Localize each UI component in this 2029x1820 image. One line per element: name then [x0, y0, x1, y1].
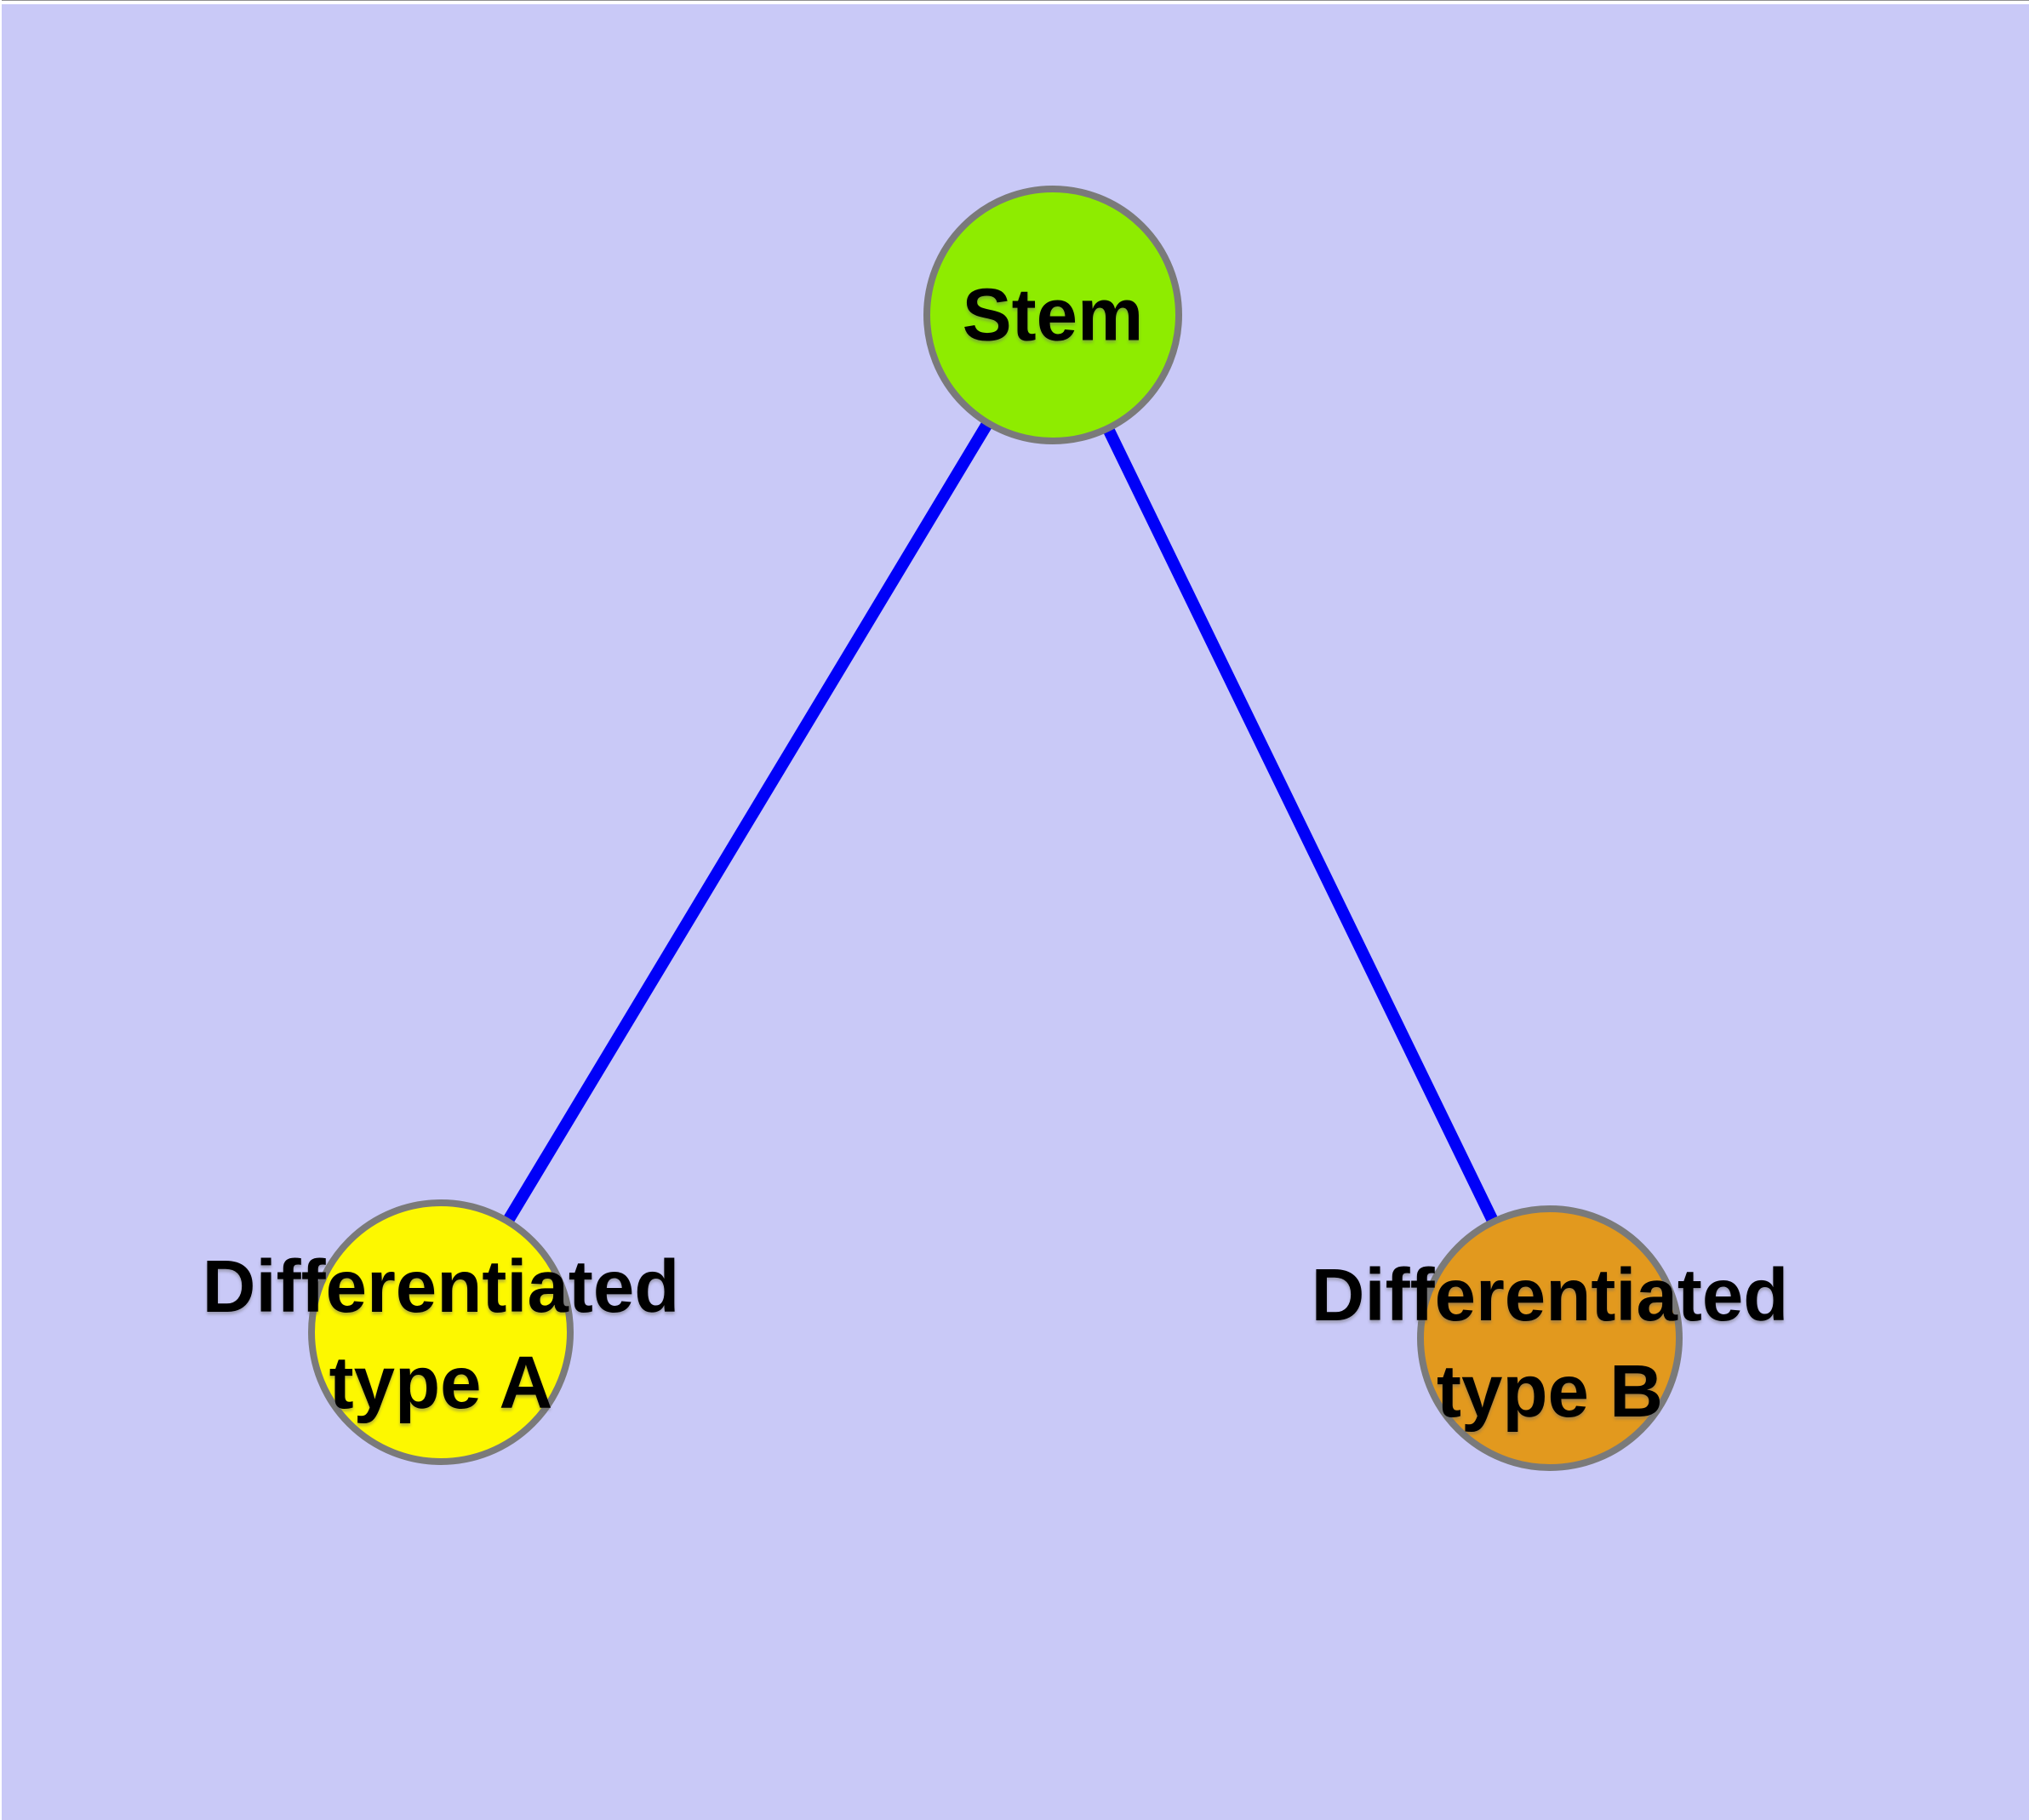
- stem-node[interactable]: [923, 186, 1182, 444]
- edge-stem-to-type-b: [1047, 312, 1556, 1342]
- differentiated-type-a-node[interactable]: [308, 1199, 574, 1465]
- window-left-edge: [0, 0, 2, 1820]
- edge-stem-to-type-a: [436, 312, 1058, 1336]
- window-top-edge: [0, 0, 2029, 4]
- differentiated-type-b-node[interactable]: [1417, 1205, 1683, 1471]
